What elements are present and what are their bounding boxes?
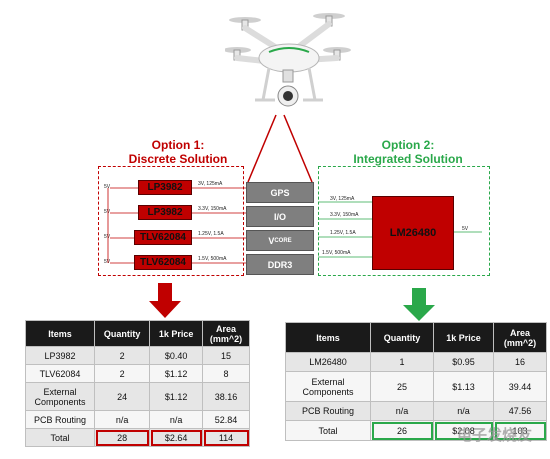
t1-total-quantity: 28 <box>93 428 151 447</box>
gps-block: GPS <box>246 182 314 203</box>
t1-cell: LP3982 <box>25 346 95 365</box>
t1-cell: 38.16 <box>202 382 250 411</box>
t2-header-items: Items <box>285 322 371 353</box>
option2-input-label: 5V <box>462 226 469 232</box>
t2-header-quantity: Quantity <box>370 322 434 353</box>
chip4-output-label: 1.5V, 500mA <box>198 256 227 262</box>
option1-title-line1: Option 1: <box>151 138 205 152</box>
t1-cell: 2 <box>93 364 151 383</box>
t1-cell: 2 <box>93 346 151 365</box>
t1-cell: 24 <box>93 382 151 411</box>
table-row: LM26480 1 $0.95 16 <box>285 352 547 372</box>
t2-total-quantity: 26 <box>370 420 434 441</box>
t2-cell: 16 <box>493 352 547 372</box>
t1-cell: n/a <box>93 410 151 429</box>
drone-illustration <box>225 13 351 107</box>
option2-output-3: 1.25V, 1.5A <box>330 230 356 236</box>
t2-cell: $0.95 <box>433 352 494 372</box>
t2-cell: 1 <box>370 352 434 372</box>
t1-cell: External Components <box>25 382 95 411</box>
chip2-output-label: 3.3V, 150mA <box>198 206 227 212</box>
t1-cell: $1.12 <box>149 364 203 383</box>
chip1-lp3982: LP3982 <box>138 180 192 195</box>
option2-down-arrow <box>403 288 435 321</box>
t2-total-area: 103 <box>493 420 547 441</box>
table-row-total: Total 26 $2.08 103 <box>285 420 547 441</box>
drone-connector-lines <box>247 114 313 183</box>
table-row: TLV62084 2 $1.12 8 <box>25 364 250 383</box>
table-row: LP3982 2 $0.40 15 <box>25 346 250 365</box>
option1-down-arrow <box>149 283 181 318</box>
option1-title-line2: Discrete Solution <box>128 152 228 166</box>
t1-cell: PCB Routing <box>25 410 95 429</box>
watermark-text: 电子发烧友 <box>456 427 532 444</box>
t1-cell: n/a <box>149 410 203 429</box>
option2-title: Option 2: Integrated Solution <box>328 138 488 166</box>
option2-output-4: 1.5V, 500mA <box>322 250 351 256</box>
option1-cost-table: Items Quantity 1k Price Area (mm^2) LP39… <box>25 320 250 447</box>
t2-cell: 39.44 <box>493 371 547 402</box>
chip2-lp3982: LP3982 <box>138 205 192 220</box>
option2-cost-table: Items Quantity 1k Price Area (mm^2) LM26… <box>285 322 547 441</box>
option1-box <box>98 166 244 276</box>
t1-cell: 15 <box>202 346 250 365</box>
table-row: PCB Routing n/a n/a 47.56 <box>285 401 547 421</box>
option2-box <box>318 166 490 276</box>
t1-cell: $1.12 <box>149 382 203 411</box>
lm26480-chip: LM26480 <box>372 196 454 270</box>
vcore-label: V <box>268 235 275 246</box>
t2-cell: 25 <box>370 371 434 402</box>
t1-cell: $0.40 <box>149 346 203 365</box>
t1-cell: 52.84 <box>202 410 250 429</box>
chip1-output-label: 3V, 125mA <box>198 181 223 187</box>
table-row-total: Total 28 $2.64 114 <box>25 428 250 447</box>
option2-title-line1: Option 2: <box>381 138 435 152</box>
t1-cell: Total <box>25 428 95 447</box>
chip4-input-label: 5V <box>104 259 111 265</box>
table-row: External Components 24 $1.12 38.16 <box>25 382 250 411</box>
ddr3-block: DDR3 <box>246 254 314 275</box>
chip2-input-label: 5V <box>104 209 111 215</box>
option1-title: Option 1: Discrete Solution <box>108 138 248 166</box>
option2-title-line2: Integrated Solution <box>353 152 463 166</box>
chip1-input-label: 5V <box>104 184 111 190</box>
t2-header-price: 1k Price <box>433 322 494 353</box>
option2-output-2: 3.3V, 150mA <box>330 212 359 218</box>
t2-cell: 47.56 <box>493 401 547 421</box>
table-row: External Components 25 $1.13 39.44 <box>285 371 547 402</box>
chip4-tlv62084: TLV62084 <box>134 255 192 270</box>
t2-cell: LM26480 <box>285 352 371 372</box>
vcore-subscript: CORE <box>274 237 292 244</box>
chip3-input-label: 5V <box>104 234 111 240</box>
option2-output-1: 3V, 125mA <box>330 196 355 202</box>
t2-cell: n/a <box>370 401 434 421</box>
t1-header-quantity: Quantity <box>93 320 151 347</box>
t2-cell: Total <box>285 420 371 441</box>
chip3-tlv62084: TLV62084 <box>134 230 192 245</box>
t1-cell: 8 <box>202 364 250 383</box>
t1-header-price: 1k Price <box>149 320 203 347</box>
t1-total-price: $2.64 <box>149 428 203 447</box>
option1-wires <box>107 187 246 264</box>
t2-cell: n/a <box>433 401 494 421</box>
t2-cell: $1.13 <box>433 371 494 402</box>
t2-total-price: $2.08 <box>433 420 494 441</box>
t1-cell: TLV62084 <box>25 364 95 383</box>
chip3-output-label: 1.25V, 1.5A <box>198 231 224 237</box>
t2-header-area: Area (mm^2) <box>493 322 547 353</box>
t2-cell: PCB Routing <box>285 401 371 421</box>
io-block: I/O <box>246 206 314 227</box>
t1-total-area: 114 <box>202 428 250 447</box>
option2-wires <box>318 201 482 258</box>
t2-cell: External Components <box>285 371 371 402</box>
t1-header-area: Area (mm^2) <box>202 320 250 347</box>
table-row: PCB Routing n/a n/a 52.84 <box>25 410 250 429</box>
t1-header-items: Items <box>25 320 95 347</box>
